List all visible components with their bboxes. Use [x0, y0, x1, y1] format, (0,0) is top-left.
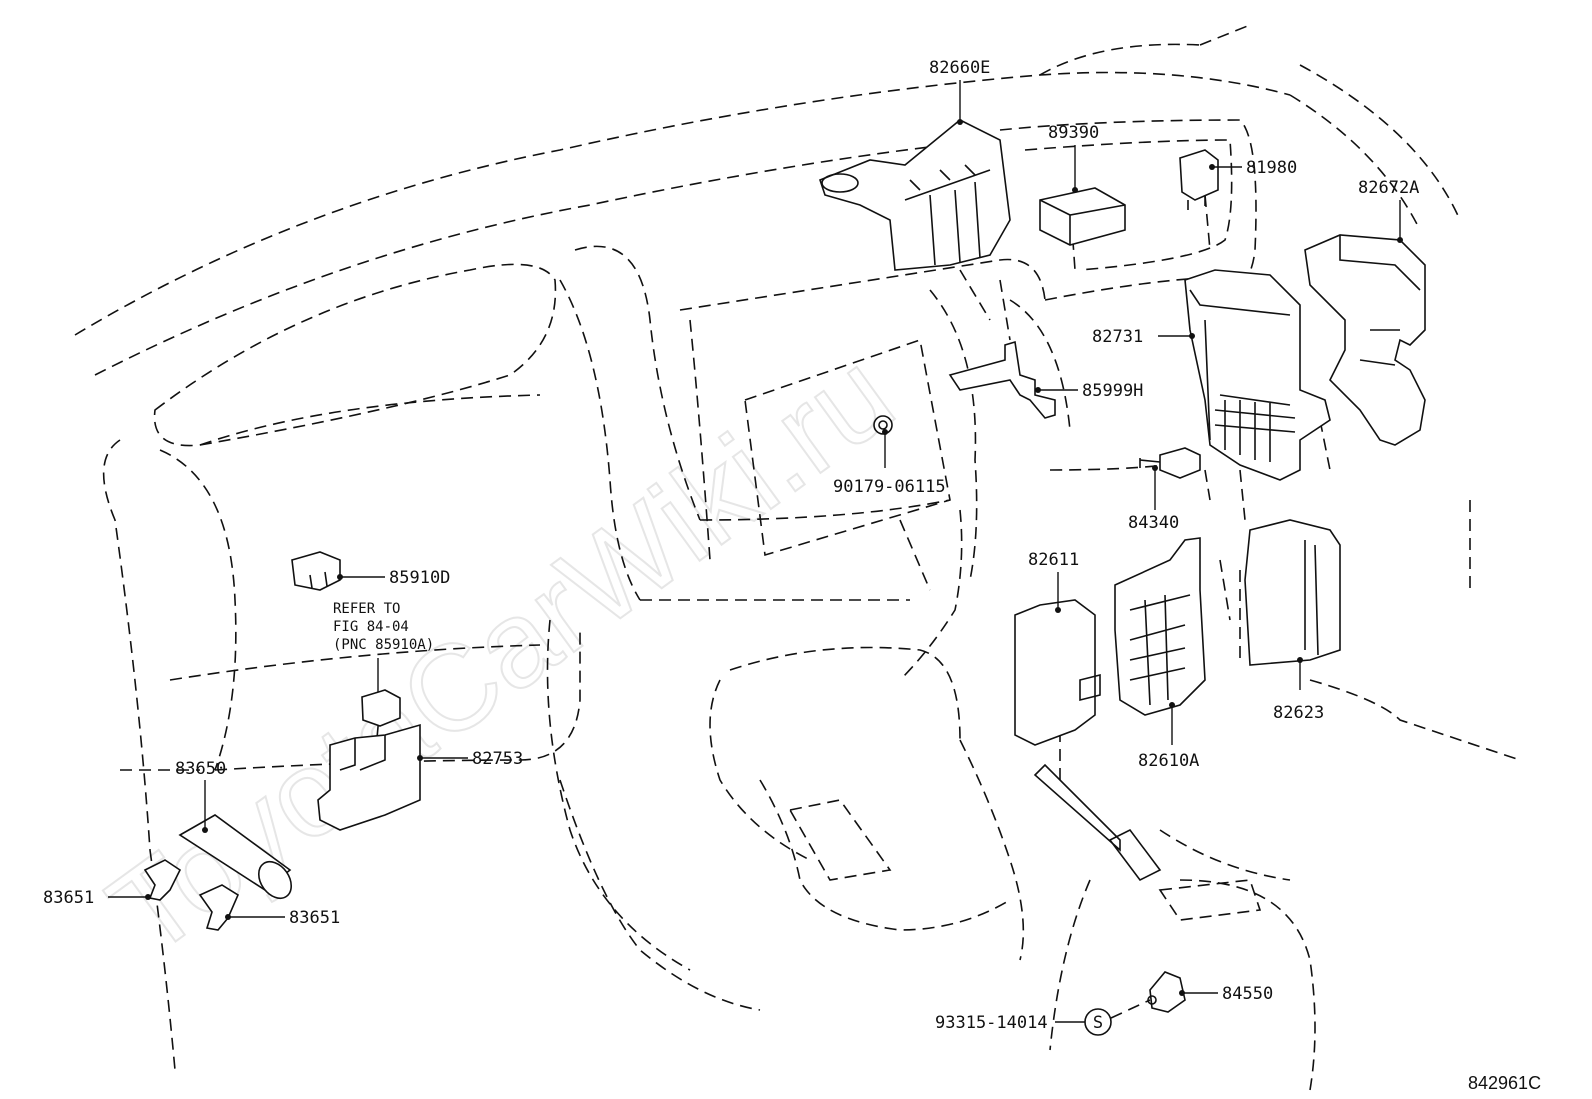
part-89390-module: [1039, 187, 1126, 246]
note-line-2: FIG 84-04: [333, 619, 409, 635]
watermark-text: ToyotaCarWiki.ru: [85, 325, 916, 981]
callout-82753: 82753: [472, 749, 523, 769]
shift-lever-outline: [1033, 763, 1162, 882]
callout-85910d: 85910D: [389, 568, 450, 588]
callout-81980: 81980: [1246, 158, 1297, 178]
figure-id: 842961C: [1468, 1073, 1541, 1093]
part-83651-clamp-a: [143, 859, 182, 901]
part-83650-tube: [178, 814, 293, 900]
fastener-s-symbol: S: [1084, 999, 1151, 1036]
part-82660e-relay-block: [819, 119, 1011, 271]
callout-82660e: 82660E: [929, 58, 990, 78]
callout-82672a: 82672A: [1358, 178, 1419, 198]
part-84550-switch: [1147, 971, 1186, 1013]
note-line-1: REFER TO: [333, 601, 400, 617]
part-referenced-relay: [361, 689, 401, 727]
callout-labels: 82660E 89390 81980 82672A 82731 85999H 9…: [43, 58, 1419, 1033]
part-82672a-cover: [1304, 234, 1426, 446]
callout-85999h: 85999H: [1082, 381, 1143, 401]
callout-83650: 83650: [175, 759, 226, 779]
callout-82731: 82731: [1092, 327, 1143, 347]
part-82753-bracket: [317, 723, 421, 831]
part-84340-switch: [1139, 447, 1201, 479]
dashboard-outline: [74, 24, 1521, 1091]
callout-90179-06115: 90179-06115: [833, 477, 946, 497]
part-81980-relay: [1179, 149, 1219, 210]
callout-89390: 89390: [1048, 123, 1099, 143]
part-82623-cover: [1244, 519, 1341, 666]
part-85910d-relay: [291, 551, 341, 591]
reference-note: REFER TO FIG 84-04 (PNC 85910A): [333, 601, 434, 653]
callout-84340: 84340: [1128, 513, 1179, 533]
leader-lines: [108, 80, 1403, 1023]
callout-83651-right: 83651: [289, 908, 340, 928]
part-83651-clamp-b: [198, 884, 240, 931]
part-82611-cover: [1014, 599, 1101, 746]
callout-82611: 82611: [1028, 550, 1079, 570]
part-82610a-junction-block: [1114, 537, 1206, 716]
callout-82623: 82623: [1273, 703, 1324, 723]
fastener-s-text: S: [1093, 1013, 1103, 1033]
callout-84550: 84550: [1222, 984, 1273, 1004]
part-85999h-bracket: [948, 340, 1056, 419]
callout-93315-14014: 93315-14014: [935, 1013, 1048, 1033]
note-line-3: (PNC 85910A): [333, 637, 434, 653]
callout-83651-left: 83651: [43, 888, 94, 908]
part-90179-06115-nut: [873, 415, 893, 435]
callout-82610a: 82610A: [1138, 751, 1199, 771]
part-82731-junction-block: [1184, 269, 1331, 481]
